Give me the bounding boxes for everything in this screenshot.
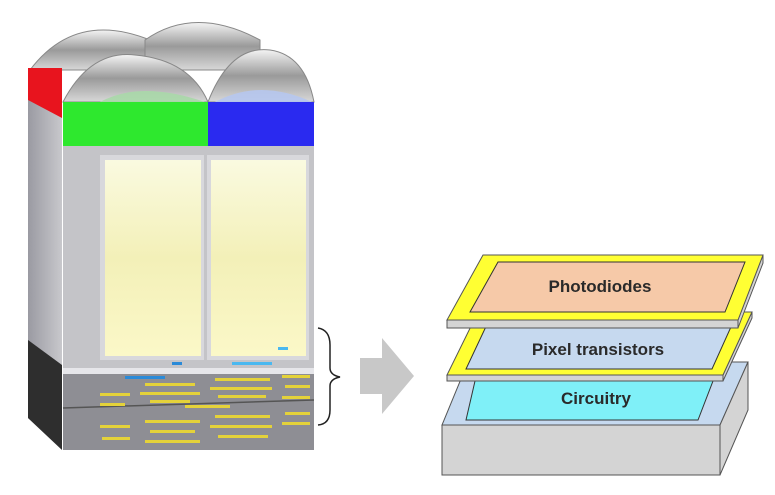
wiring-traces [100,375,310,443]
right-arrow-icon [360,338,414,414]
layer-label: Photodiodes [549,277,652,296]
pixel-stack-illustration [28,22,315,450]
photodiode-window [211,160,306,356]
red-filter [28,68,62,118]
blue-filter [208,102,314,146]
layer-label: Pixel transistors [532,340,664,359]
layer-label: Circuitry [561,389,631,408]
green-filter [63,102,208,146]
photodiode-window [105,160,201,356]
photodiodes-layer: Photodiodes [446,254,764,329]
brace-icon [317,327,341,426]
